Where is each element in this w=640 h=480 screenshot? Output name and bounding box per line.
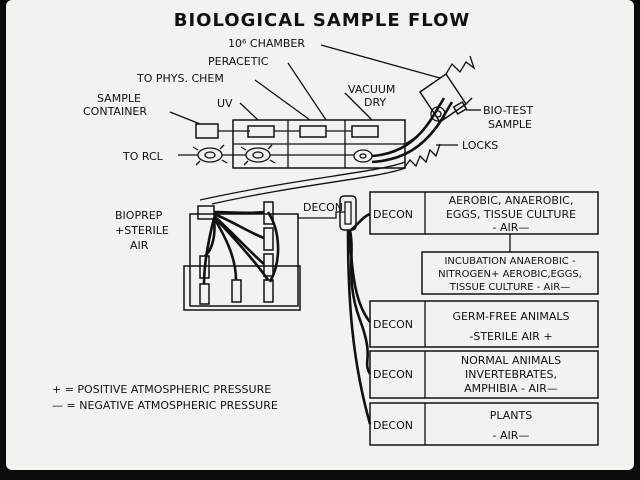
processing-line (169, 44, 481, 169)
row1-line1: AEROBIC, ANAEROBIC, (449, 194, 574, 207)
decon-top-label: DECON (303, 201, 343, 214)
peracetic-label: PERACETIC (208, 55, 269, 68)
diagram-card (6, 0, 634, 470)
bioprep-area (183, 201, 301, 311)
lock-disc-3 (353, 149, 373, 163)
phys-chem-label: TO PHYS. CHEM (136, 72, 224, 85)
decon-cell-4: DECON (373, 419, 413, 432)
row1-line2: EGGS, TISSUE CULTURE (446, 208, 576, 221)
peracetic-station (299, 125, 327, 138)
locks-zigzag (403, 143, 441, 169)
legend-negative: — = NEGATIVE ATMOSPHERIC PRESSURE (52, 399, 278, 412)
row-germ-free (369, 300, 599, 348)
row1-line3: - AIR— (493, 221, 530, 234)
row-plants (369, 402, 599, 446)
bioprep-label: BIOPREP (115, 209, 163, 222)
bio-test-box (452, 101, 468, 115)
row2-line1: GERM-FREE ANIMALS (452, 310, 569, 323)
sample-container-box (195, 123, 219, 139)
decon-hub (339, 195, 372, 425)
decon-link (297, 211, 345, 219)
locks-label: LOCKS (462, 139, 498, 152)
bio-sample-label: SAMPLE (488, 118, 532, 131)
uv-label: UV (217, 97, 233, 110)
incubation-line2: NITROGEN+ AEROBIC,EGGS, (438, 269, 582, 280)
decon-cell-2: DECON (373, 318, 413, 331)
vacuum-label: VACUUM (348, 83, 395, 96)
row4-line2: - AIR— (493, 429, 530, 442)
decon-cell-3: DECON (373, 368, 413, 381)
legend-positive: + = POSITIVE ATMOSPHERIC PRESSURE (52, 383, 271, 396)
vacuum-dry-station (351, 125, 379, 138)
bioprep-lower (183, 265, 301, 311)
uv-station (247, 125, 275, 138)
sample-label: SAMPLE (97, 92, 141, 105)
container-label: CONTAINER (83, 105, 147, 118)
incubation-line3: TISSUE CULTURE - AIR— (449, 282, 570, 293)
bio-test-label: BIO-TEST (483, 104, 533, 117)
row-normal-animals (369, 350, 599, 399)
page-title: BIOLOGICAL SAMPLE FLOW (174, 10, 471, 31)
lock-disc-2 (240, 144, 276, 166)
vial-group (199, 201, 274, 305)
decon-cell-1: DECON (373, 208, 413, 221)
to-rcl-label: TO RCL (122, 150, 164, 163)
row3-line1: NORMAL ANIMALS (461, 354, 561, 367)
sterile-label: +STERILE (115, 224, 169, 237)
row2-line2: -STERILE AIR + (469, 330, 552, 343)
bioprep-box (197, 205, 215, 220)
incubation-line1: INCUBATION ANAEROBIC - (444, 256, 576, 267)
row3-line2: INVERTEBRATES, (465, 368, 557, 381)
decon-table (369, 191, 599, 446)
air-label: AIR (130, 239, 149, 252)
row-aerobic (369, 191, 599, 235)
row4-line1: PLANTS (490, 409, 532, 422)
chamber-label: 10⁶ CHAMBER (228, 37, 305, 50)
transfer-line (199, 161, 406, 201)
dry-label: DRY (364, 96, 386, 109)
chamber (418, 55, 476, 124)
lock-disc-1 (192, 144, 228, 166)
row3-line3: AMPHIBIA - AIR— (464, 382, 558, 395)
